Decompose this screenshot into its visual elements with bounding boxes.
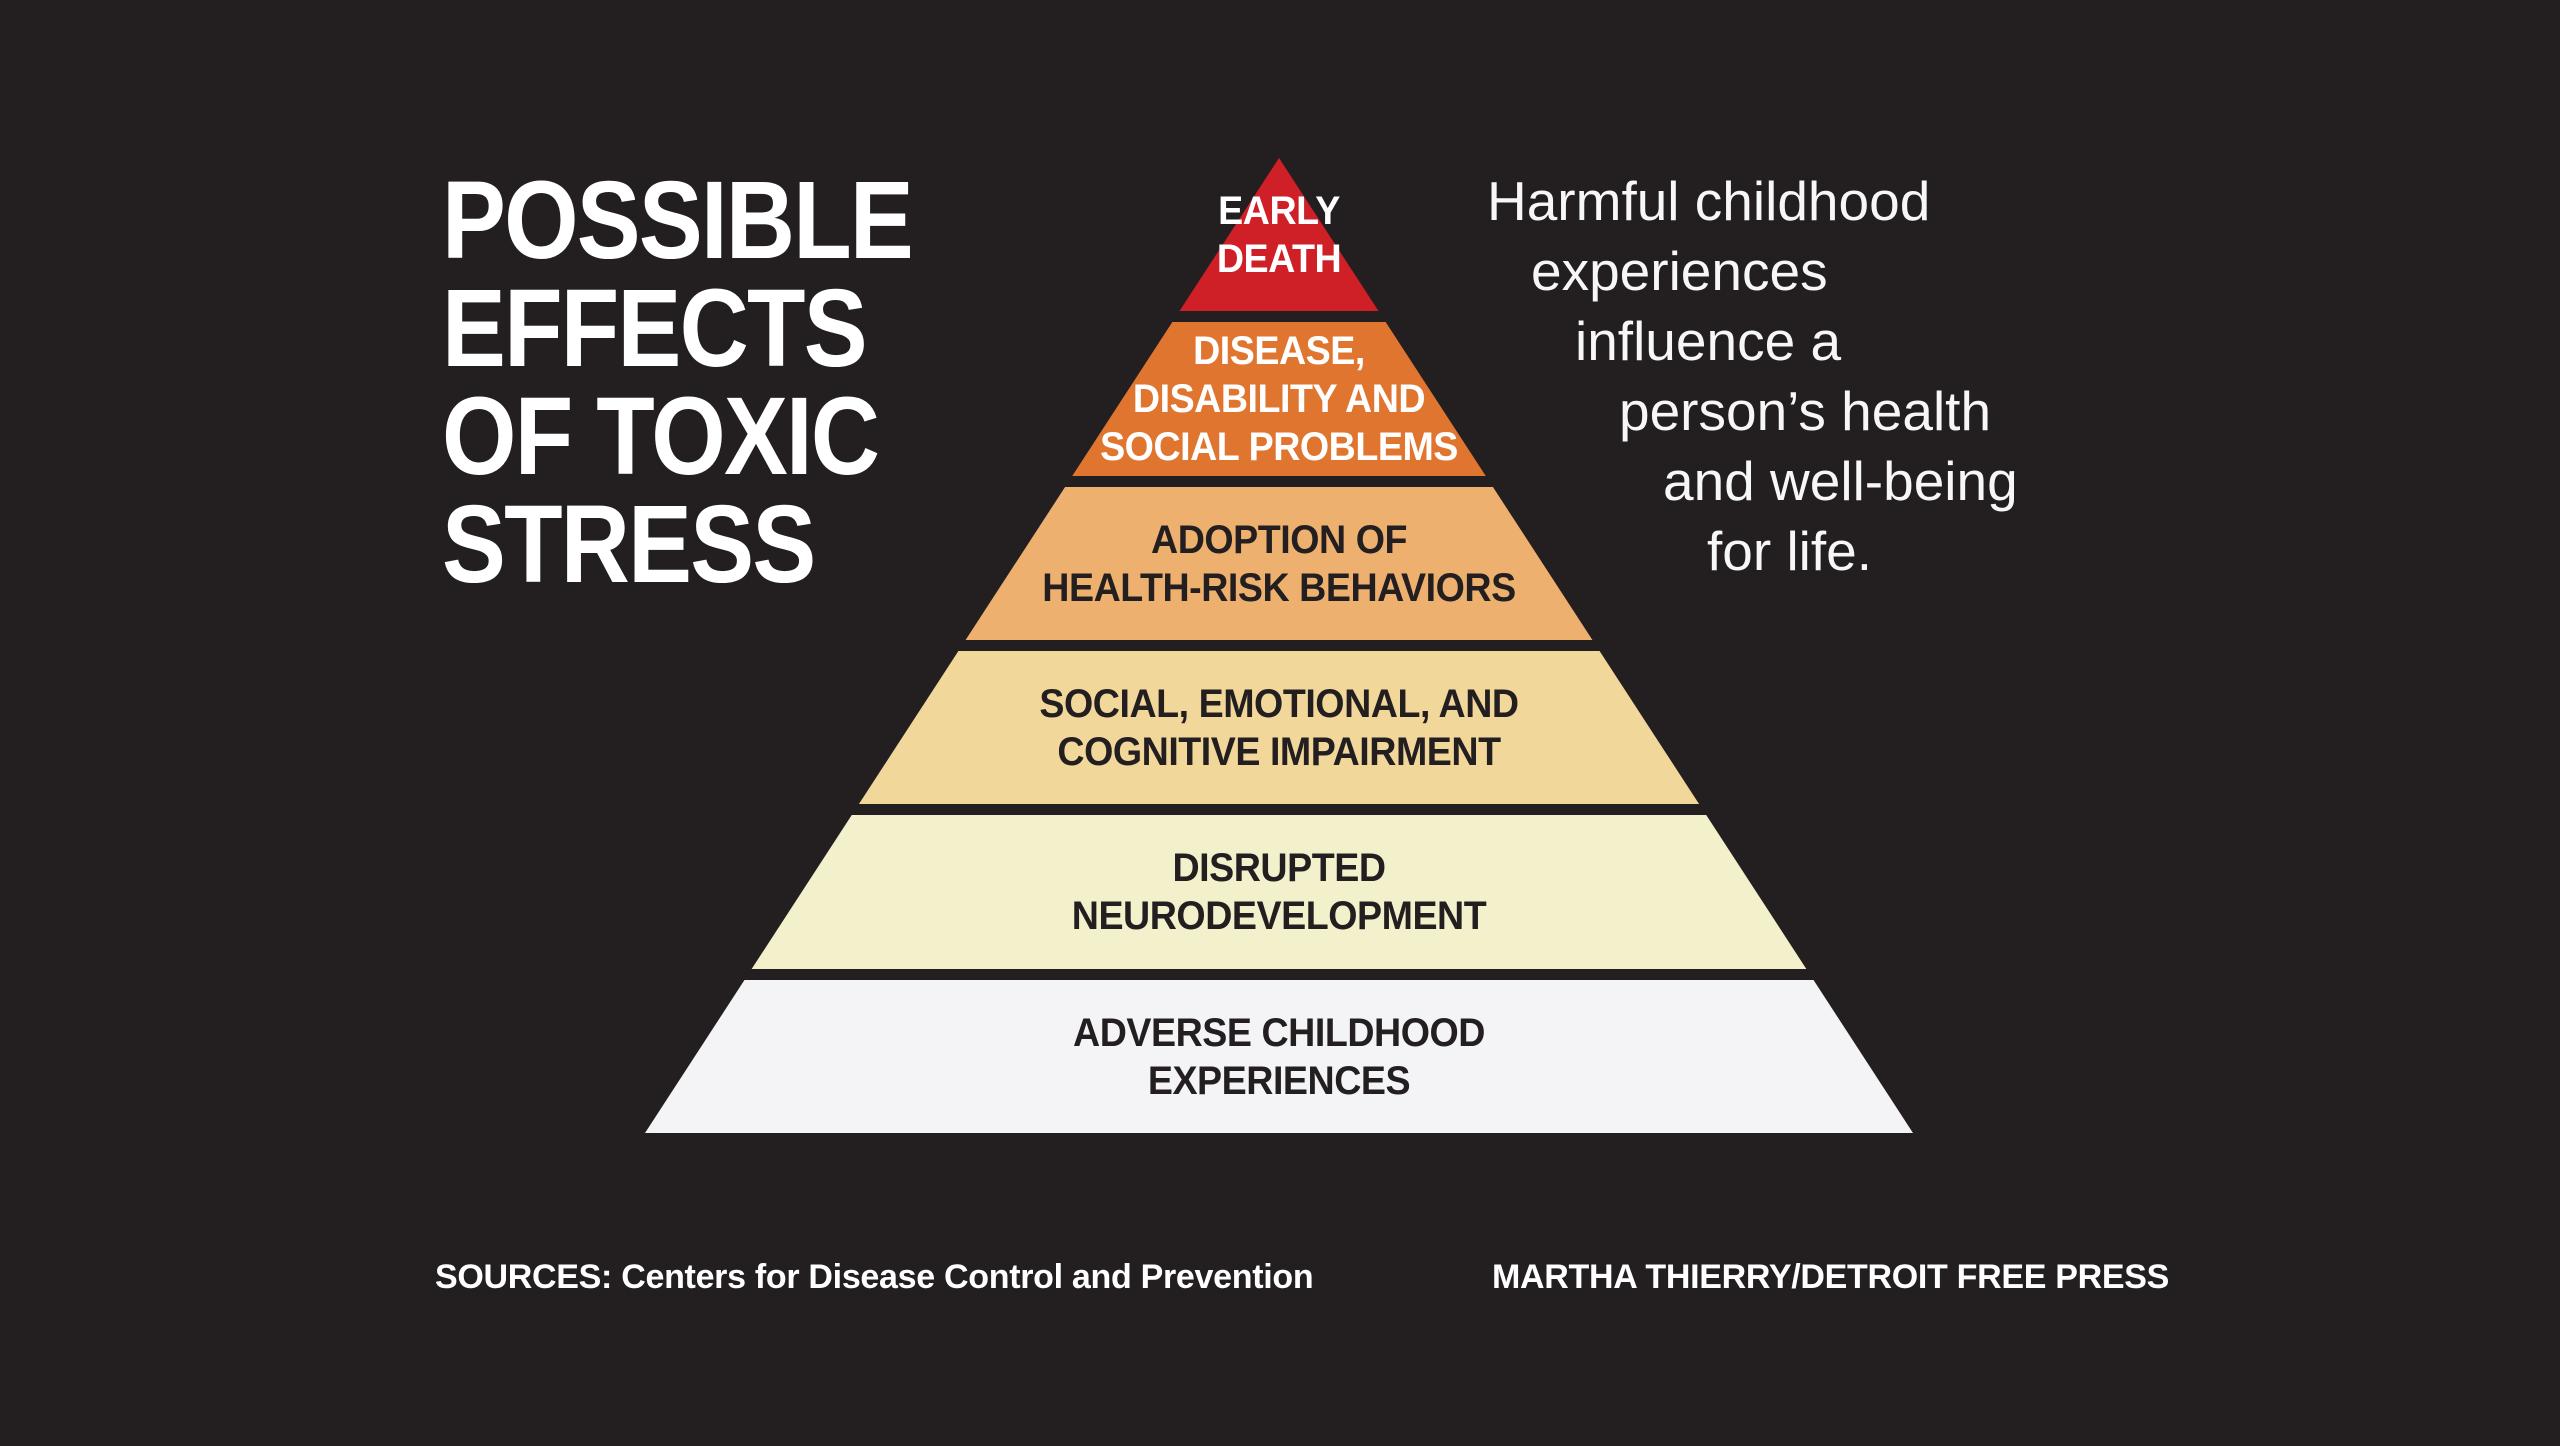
infographic-title: POSSIBLE EFFECTS OF TOXIC STRESS: [442, 159, 914, 606]
tagline-line: influence a: [1575, 310, 1842, 372]
tagline-line: experiences: [1531, 240, 1828, 302]
pyramid-label-impairment: SOCIAL, EMOTIONAL, AND COGNITIVE IMPAIRM…: [1039, 681, 1519, 774]
pyramid-label-neurodevelopment: DISRUPTED NEURODEVELOPMENT: [1071, 845, 1487, 938]
tagline-line: for life.: [1707, 520, 1873, 582]
tagline-line: person’s health: [1619, 380, 1992, 442]
author-credit: MARTHA THIERRY/DETROIT FREE PRESS: [1492, 1258, 2170, 1296]
pyramid-band-neurodevelopment: [645, 815, 1913, 969]
pyramid-label-disease-disability: DISEASE, DISABILITY AND SOCIAL PROBLEMS: [1100, 328, 1458, 469]
pyramid-label-health-risk: ADOPTION OF HEALTH-RISK BEHAVIORS: [1042, 517, 1516, 610]
pyramid-label-adverse-experiences: ADVERSE CHILDHOOD EXPERIENCES: [1073, 1010, 1485, 1103]
pyramid-band-adverse-experiences: [645, 979, 1913, 1133]
tagline-line: and well-being: [1663, 450, 2018, 512]
tagline-line: Harmful childhood: [1487, 170, 1931, 232]
pyramid-label-early-death: EARLY DEATH: [1216, 188, 1342, 281]
sources-credit: SOURCES: Centers for Disease Control and…: [435, 1258, 1314, 1296]
tagline: Harmful childhood experiences influence …: [1487, 166, 2018, 586]
